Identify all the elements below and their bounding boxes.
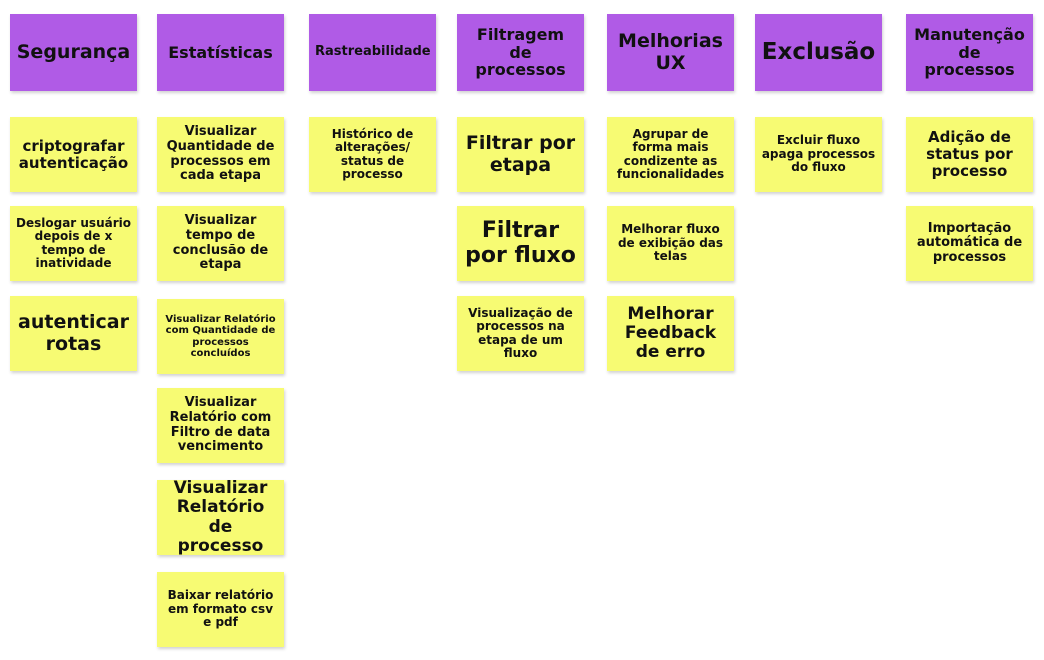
sticky-note[interactable]: Agrupar de forma mais condizente as func…: [607, 117, 734, 192]
sticky-note[interactable]: Melhorar fluxo de exibição das telas: [607, 206, 734, 281]
sticky-note[interactable]: Adição de status por processo: [906, 117, 1033, 192]
sticky-note[interactable]: Excluir fluxo apaga processos do fluxo: [755, 117, 882, 192]
sticky-note[interactable]: Melhorar Feedback de erro: [607, 296, 734, 371]
column-header[interactable]: Rastreabilidade: [309, 14, 436, 91]
sticky-note[interactable]: Histórico de alterações/ status de proce…: [309, 117, 436, 192]
column-header[interactable]: Filtragem de processos: [457, 14, 584, 91]
sticky-note[interactable]: Importação automática de processos: [906, 206, 1033, 281]
column-header[interactable]: Segurança: [10, 14, 137, 91]
column-header[interactable]: Manutenção de processos: [906, 14, 1033, 91]
sticky-note[interactable]: Filtrar por etapa: [457, 117, 584, 192]
sticky-note[interactable]: Visualização de processos na etapa de um…: [457, 296, 584, 371]
sticky-note[interactable]: autenticar rotas: [10, 296, 137, 371]
column-header[interactable]: Estatísticas: [157, 14, 284, 91]
sticky-note[interactable]: Visualizar Relatório de processo: [157, 480, 284, 555]
sticky-note[interactable]: Deslogar usuário depois de x tempo de in…: [10, 206, 137, 281]
sticky-note[interactable]: Visualizar Relatório com Filtro de data …: [157, 388, 284, 463]
sticky-note[interactable]: Visualizar tempo de conclusão de etapa: [157, 206, 284, 281]
sticky-note[interactable]: Filtrar por fluxo: [457, 206, 584, 281]
sticky-note[interactable]: Baixar relatório em formato csv e pdf: [157, 572, 284, 647]
sticky-note[interactable]: criptografar autenticação: [10, 117, 137, 192]
sticky-note[interactable]: Visualizar Relatório com Quantidade de p…: [157, 299, 284, 374]
sticky-note[interactable]: Visualizar Quantidade de processos em ca…: [157, 117, 284, 192]
column-header[interactable]: Melhorias UX: [607, 14, 734, 91]
column-header[interactable]: Exclusão: [755, 14, 882, 91]
